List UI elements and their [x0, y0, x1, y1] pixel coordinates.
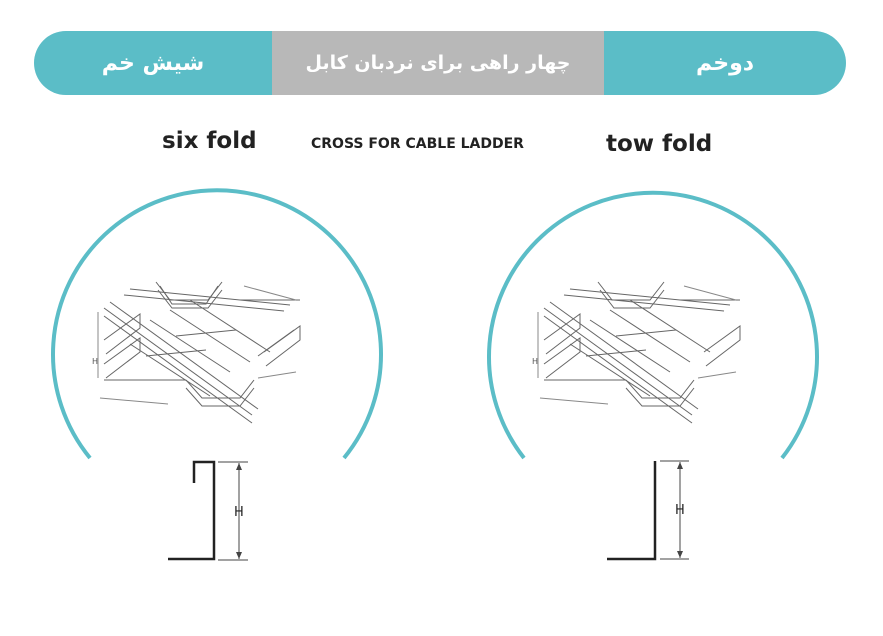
tow-fold-profile-shape: [607, 461, 657, 561]
six-fold-profile-shape: [168, 460, 216, 561]
right-frame-arc: [487, 190, 819, 460]
tow-fold-profile: [607, 460, 689, 561]
product-title-persian: چهار راهی برای نردبان کابل: [272, 31, 604, 95]
tow-fold-caption: tow fold: [606, 131, 713, 157]
six-fold-profile: [168, 460, 248, 561]
two-fold-persian-label: دوخم: [604, 31, 846, 95]
svg-text:H: H: [92, 357, 98, 366]
title-banner: شیش خم چهار راهی برای نردبان کابل دوخم: [34, 31, 846, 95]
cross-caption: CROSS FOR CABLE LADDER: [311, 136, 524, 152]
left-frame-arc: [51, 188, 383, 460]
left-height-label: H: [234, 505, 244, 520]
six-fold-persian-label: شیش خم: [34, 31, 272, 95]
right-height-label: H: [675, 503, 685, 518]
six-fold-caption: six fold: [162, 128, 257, 154]
right-cross-ladder-drawing: H: [532, 281, 741, 424]
left-cross-ladder-drawing: H: [92, 281, 301, 424]
svg-text:H: H: [532, 357, 538, 366]
